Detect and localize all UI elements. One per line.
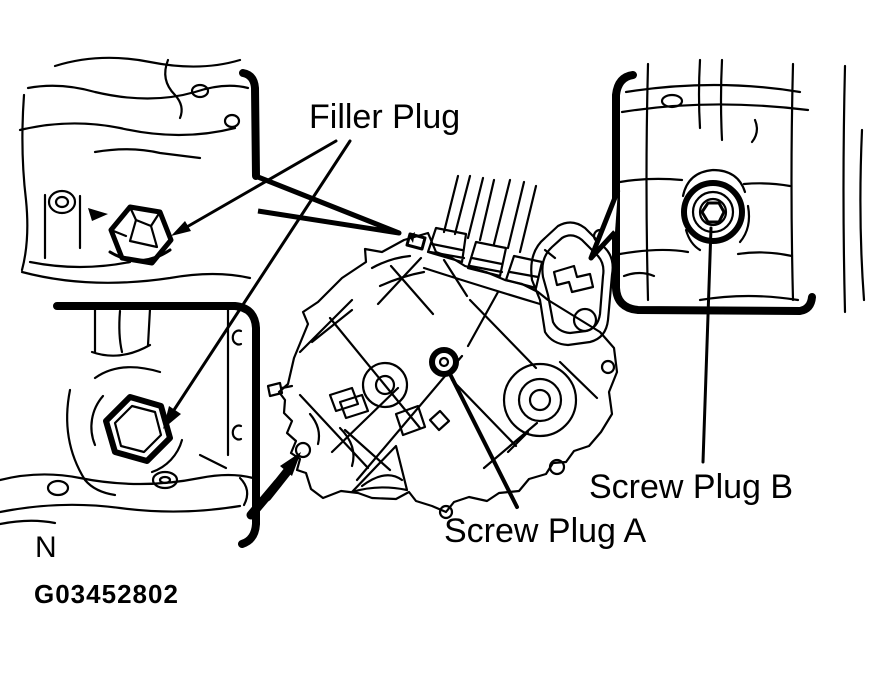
figure-id: G03452802 [34, 579, 179, 609]
inset-top-right-drawing [618, 58, 866, 314]
screw-plug-b-socket [681, 168, 751, 252]
screw-plug-b-label: Screw Plug B [589, 468, 794, 506]
filler-plug-leader-2 [163, 139, 352, 429]
note-letter: N [35, 531, 57, 564]
inset-top-right-border [612, 71, 816, 315]
inset-bottom-left-drawing [0, 307, 255, 526]
inset-arrow-top-right [588, 189, 621, 261]
filler-plug-leader-1 [171, 139, 338, 236]
screw-plug-a-label: Screw Plug A [444, 512, 647, 550]
screw-plug-b-leader [701, 226, 713, 464]
inset-top-left-border [239, 69, 260, 180]
inset-top-left-drawing [18, 56, 252, 284]
filler-plug-hex-front [103, 394, 173, 464]
filler-plug-location-marker [405, 232, 427, 251]
filler-plug-hex-bolt [108, 204, 174, 266]
inset-arrow-bottom-left [246, 452, 301, 520]
inset-arrow-top-left [257, 174, 402, 236]
screw-plug-a-ring [429, 347, 459, 377]
screw-plug-a-leader [447, 370, 519, 509]
main-assembly-drawing [266, 174, 619, 520]
filler-plug-label: Filler Plug [309, 98, 461, 136]
